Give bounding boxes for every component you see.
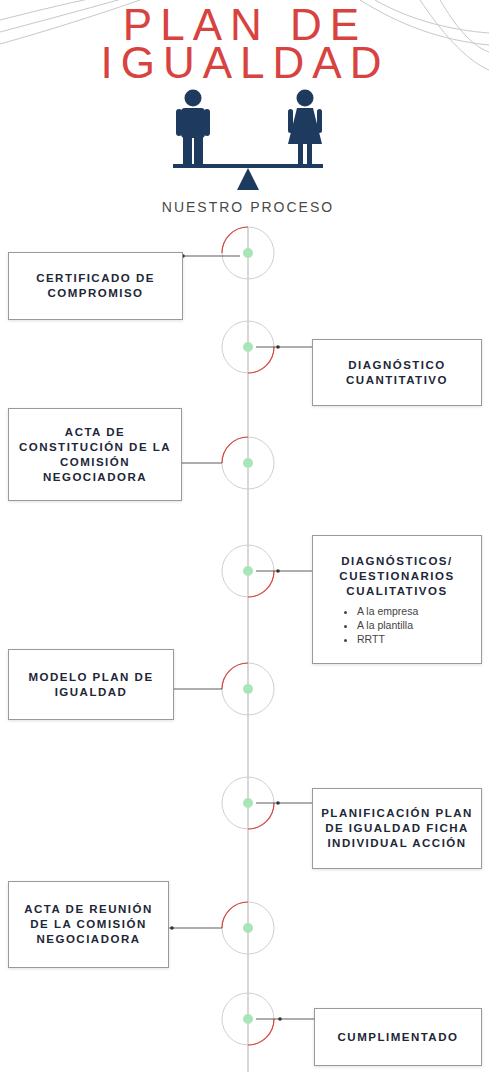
process-box: DIAGNÓSTICOS/ CUESTIONARIOS CUALITATIVOS… [312,535,482,664]
box-content: ACTA DE REUNIÓN DE LA COMISIÓN NEGOCIADO… [9,896,168,953]
leader-dots [170,254,282,1021]
page-title: PLAN DE IGUALDAD [50,6,440,82]
step-label: CERTIFICADO DE COMPROMISO [17,271,174,301]
woman-figure [288,90,322,166]
box-content: ACTA DE CONSTITUCIÓN DE LA COMISIÓN NEGO… [9,419,181,491]
box-content: PLANIFICACIÓN PLAN DE IGUALDAD FICHA IND… [313,800,481,857]
step-label: DIAGNÓSTICO CUANTITATIVO [321,358,473,388]
process-box: CUMPLIMENTADO [314,1008,482,1066]
process-box: PLANIFICACIÓN PLAN DE IGUALDAD FICHA IND… [312,788,482,869]
box-content: MODELO PLAN DE IGUALDAD [9,664,173,706]
step-dots [243,248,253,1024]
timeline-axis [247,228,248,1072]
process-box: ACTA DE CONSTITUCIÓN DE LA COMISIÓN NEGO… [8,408,182,501]
process-box: MODELO PLAN DE IGUALDAD [8,649,174,720]
process-box: DIAGNÓSTICO CUANTITATIVO [312,339,482,406]
step-label: MODELO PLAN DE IGUALDAD [17,670,165,700]
seesaw-plank [173,164,323,168]
box-content: CERTIFICADO DE COMPROMISO [9,265,182,307]
box-content: DIAGNÓSTICOS/ CUESTIONARIOS CUALITATIVOS… [313,548,481,652]
step-label: PLANIFICACIÓN PLAN DE IGUALDAD FICHA IND… [321,806,473,851]
bullet-item: A la empresa [357,604,473,618]
bullet-item: A la plantilla [357,618,473,632]
step-label: CUMPLIMENTADO [323,1030,473,1045]
step-circles [222,227,274,1045]
box-content: CUMPLIMENTADO [315,1024,481,1051]
leader-lines [169,256,314,1019]
process-box: ACTA DE REUNIÓN DE LA COMISIÓN NEGOCIADO… [8,881,169,968]
seesaw-fulcrum [237,168,259,190]
step-label: ACTA DE CONSTITUCIÓN DE LA COMISIÓN NEGO… [17,425,173,485]
step-label: ACTA DE REUNIÓN DE LA COMISIÓN NEGOCIADO… [17,902,160,947]
subtitle-label: NUESTRO PROCESO [100,199,396,215]
bullet-item: RRTT [357,632,473,646]
box-content: DIAGNÓSTICO CUANTITATIVO [313,352,481,394]
man-figure [176,90,210,166]
accent-arcs [222,227,274,1045]
bullet-list: A la empresaA la plantillaRRTT [321,604,473,646]
step-label: DIAGNÓSTICOS/ CUESTIONARIOS CUALITATIVOS [321,554,473,599]
process-box: CERTIFICADO DE COMPROMISO [8,252,183,320]
